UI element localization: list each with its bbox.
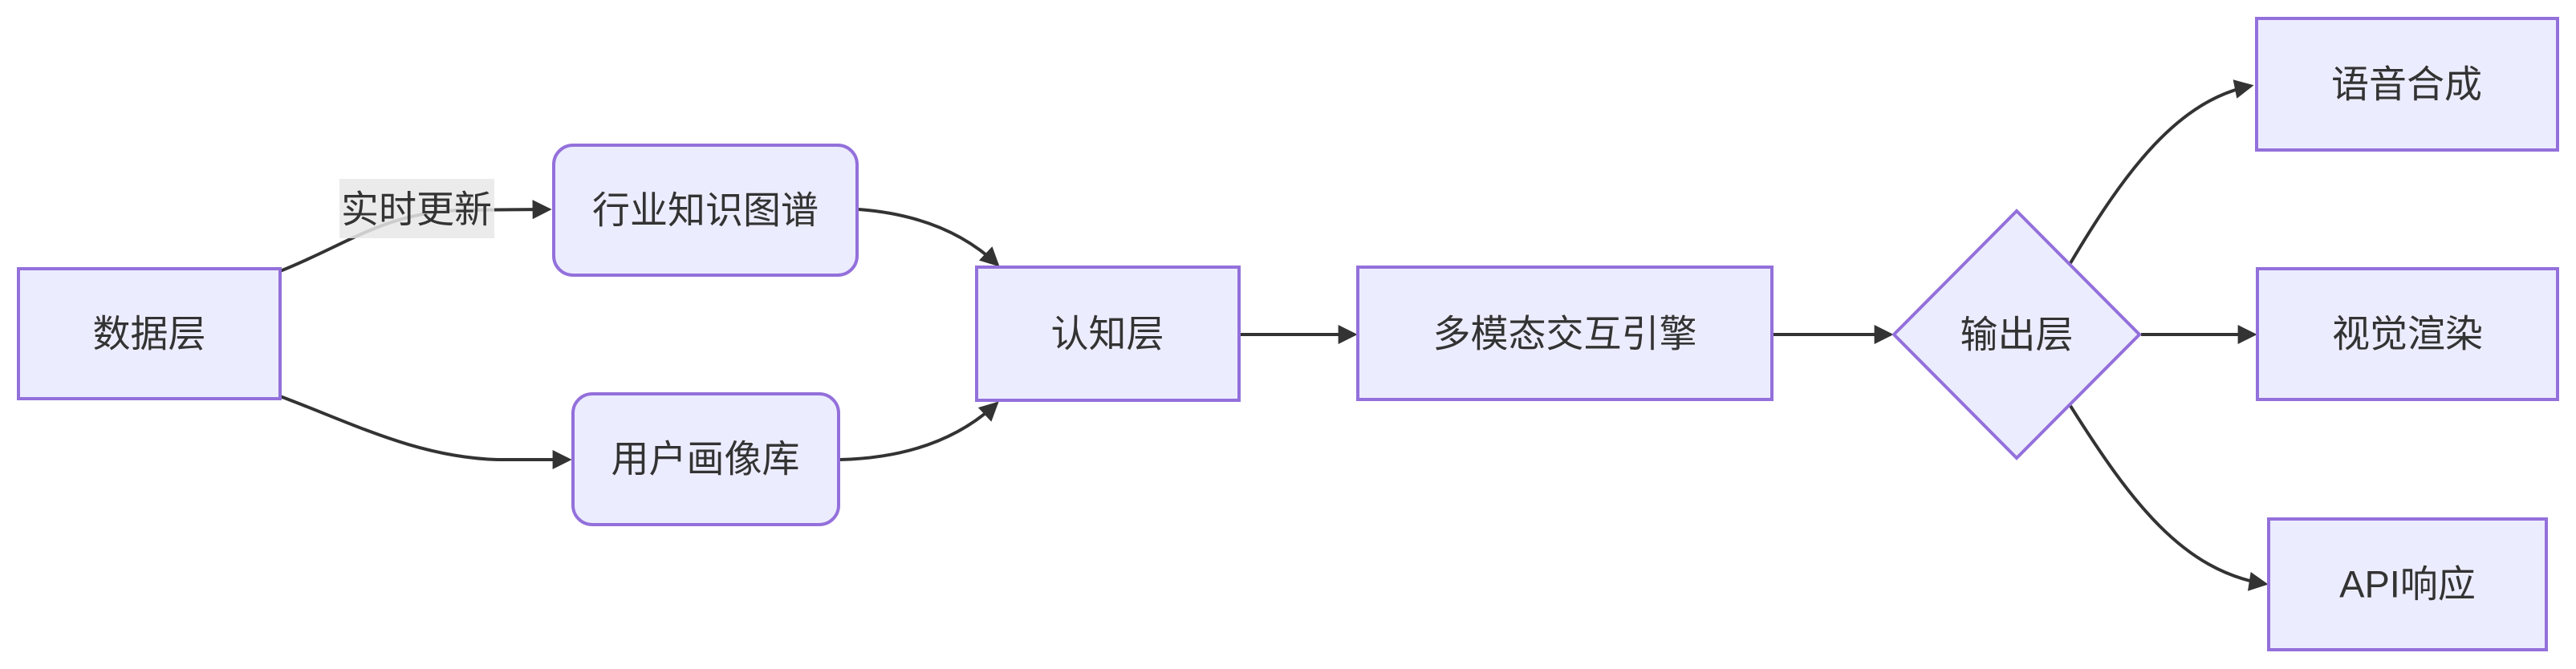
node-output-layer-label: 输出层 xyxy=(1960,313,2074,355)
node-cognition-layer-label: 认知层 xyxy=(1051,312,1164,355)
node-industry-knowledge-graph-label: 行业知识图谱 xyxy=(592,189,819,231)
node-user-profile-db-shape xyxy=(571,392,840,526)
node-visual-rendering-shape xyxy=(2256,267,2559,401)
node-speech-synthesis-label: 语音合成 xyxy=(2331,63,2482,105)
edge-data-layer-to-user-profile-db xyxy=(279,395,572,469)
node-cognition-layer: 认知层 xyxy=(975,266,1241,402)
node-speech-synthesis-shape xyxy=(2255,17,2559,152)
node-user-profile-db-label: 用户画像库 xyxy=(611,437,800,480)
edge-industry-knowledge-graph-to-cognition-layer xyxy=(858,208,1000,267)
node-industry-knowledge-graph-shape xyxy=(552,144,859,277)
node-multimodal-engine: 多模态交互引擎 xyxy=(1356,266,1774,401)
node-data-layer-label: 数据层 xyxy=(93,312,206,355)
node-visual-rendering-label: 视觉渲染 xyxy=(2332,312,2483,355)
edge-user-profile-db-to-cognition-layer xyxy=(839,401,999,461)
node-output-layer-shape xyxy=(1891,209,2142,460)
node-multimodal-engine-label: 多模态交互引擎 xyxy=(1433,312,1697,355)
node-output-layer: 输出层 xyxy=(1891,209,2142,460)
node-user-profile-db: 用户画像库 xyxy=(571,392,840,526)
edge-label-realtime-update-text: 实时更新 xyxy=(341,188,492,230)
node-multimodal-engine-shape xyxy=(1356,266,1774,401)
edge-label-background xyxy=(339,179,494,238)
node-api-response: API响应 xyxy=(2267,517,2548,651)
node-speech-synthesis: 语音合成 xyxy=(2255,17,2559,152)
edge-output-layer-to-speech-synthesis xyxy=(2069,79,2254,265)
node-industry-knowledge-graph: 行业知识图谱 xyxy=(552,144,859,277)
edges-group xyxy=(279,79,2269,591)
node-api-response-shape xyxy=(2267,517,2548,651)
edge-label-realtime-update: 实时更新 xyxy=(339,179,494,238)
node-data-layer-shape xyxy=(17,267,282,400)
node-api-response-label: API响应 xyxy=(2339,562,2476,605)
edge-output-layer-to-api-response xyxy=(2069,404,2269,591)
node-visual-rendering: 视觉渲染 xyxy=(2256,267,2559,401)
node-cognition-layer-shape xyxy=(975,266,1241,402)
node-data-layer: 数据层 xyxy=(17,267,282,400)
